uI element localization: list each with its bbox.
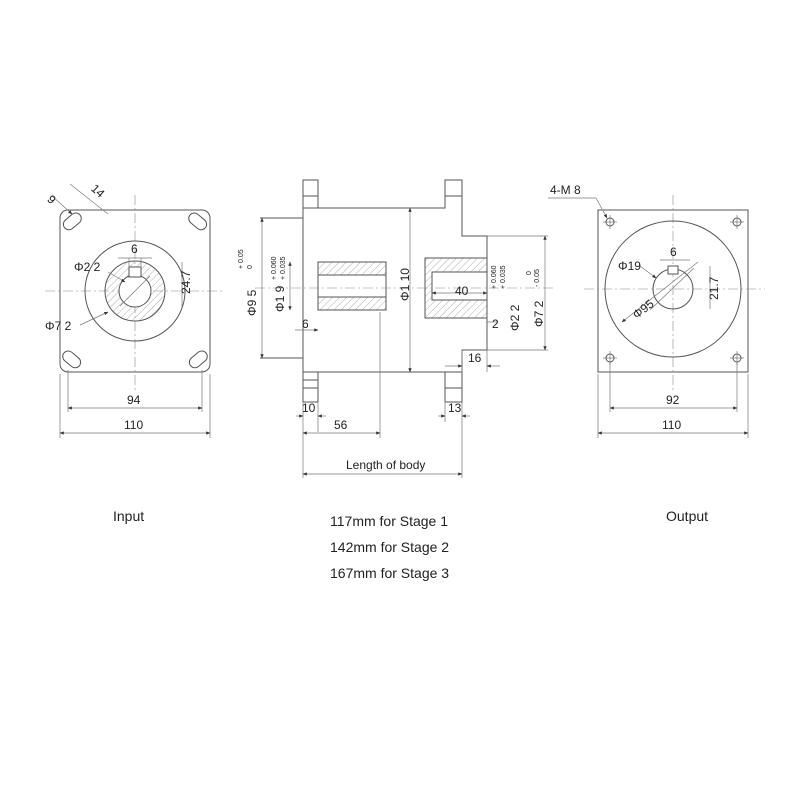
output-pcd-circle: [604, 220, 742, 358]
stage-notes: 117mm for Stage 1 142mm for Stage 2 167m…: [330, 508, 449, 586]
input-slot-bl: [62, 350, 82, 369]
input-bolt-spacing: 94: [127, 393, 141, 407]
length-of-body-label: Length of body: [346, 458, 425, 472]
side-input-bore: [317, 274, 387, 298]
side-flange-dia: Φ9 5: [245, 289, 259, 316]
side-step-2: 2: [492, 317, 499, 331]
svg-text:0: 0: [247, 265, 254, 269]
side-left-flange: [302, 179, 319, 381]
input-key-depth: 24.7: [179, 270, 193, 294]
input-slot-width: 9: [44, 192, 59, 207]
side-output-bore: [431, 271, 488, 301]
svg-text:+ 0.060: + 0.060: [271, 256, 278, 280]
input-slot-tr: [188, 212, 208, 231]
svg-text:+ 0.035: + 0.035: [280, 256, 287, 280]
output-key-depth: 21.7: [707, 276, 721, 300]
input-slot-br: [188, 350, 208, 369]
input-view: 9 14 6 Φ2 2 24.7 Φ7 2 94 110: [44, 181, 225, 438]
stage-note: 167mm for Stage 3: [330, 565, 450, 581]
svg-text:- 0.05: - 0.05: [534, 269, 541, 287]
svg-text:+ 0.05: + 0.05: [238, 249, 245, 269]
output-key-width: 6: [670, 245, 677, 259]
input-view-label: Input: [113, 508, 145, 524]
side-input-bore-dia: Φ1 9: [273, 285, 287, 312]
output-view-label: Output: [666, 508, 709, 524]
output-pcd-dia: Φ95: [630, 296, 657, 321]
output-view: 4-M 8 6 Φ19 21.7 Φ95 92 110: [548, 183, 765, 438]
stage-note: 142mm for Stage 2: [330, 539, 450, 555]
side-view: Φ9 5 + 0.05 0 Φ1 9 + 0.060 + 0.035 6 Φ1 …: [238, 179, 555, 478]
side-output-pilot-dia: Φ7 2: [532, 300, 546, 327]
side-output-bore-dia: Φ2 2: [508, 304, 522, 331]
output-keyway: [667, 265, 679, 275]
svg-text:+ 0.035: + 0.035: [500, 265, 507, 289]
side-body-dia: Φ1 10: [398, 268, 412, 301]
output-bolt-spacing: 92: [666, 393, 680, 407]
output-holes-label: 4-M 8: [550, 183, 581, 197]
input-pilot-circle: [84, 240, 186, 342]
output-flange-width: 110: [662, 418, 681, 432]
input-pilot-dia: Φ7 2: [45, 319, 72, 333]
side-bore-depth: 40: [455, 284, 469, 298]
input-bore-dia: Φ2 2: [74, 260, 101, 274]
side-left-flange-width: 10: [302, 401, 316, 415]
output-bore-dia: Φ19: [618, 259, 641, 273]
svg-text:0: 0: [526, 271, 533, 275]
input-slot-length: 14: [88, 181, 108, 201]
side-right-flange-width: 13: [448, 401, 462, 415]
input-slot-tl: [62, 212, 82, 231]
stage-note: 117mm for Stage 1: [330, 513, 449, 529]
side-input-length: 56: [334, 418, 348, 432]
side-step-6: 6: [302, 317, 309, 331]
input-flange-width: 110: [124, 418, 143, 432]
svg-text:+ 0.060: + 0.060: [491, 265, 498, 289]
side-shoulder: 16: [468, 351, 482, 365]
input-keyway: [128, 266, 142, 278]
input-key-width: 6: [131, 242, 138, 256]
